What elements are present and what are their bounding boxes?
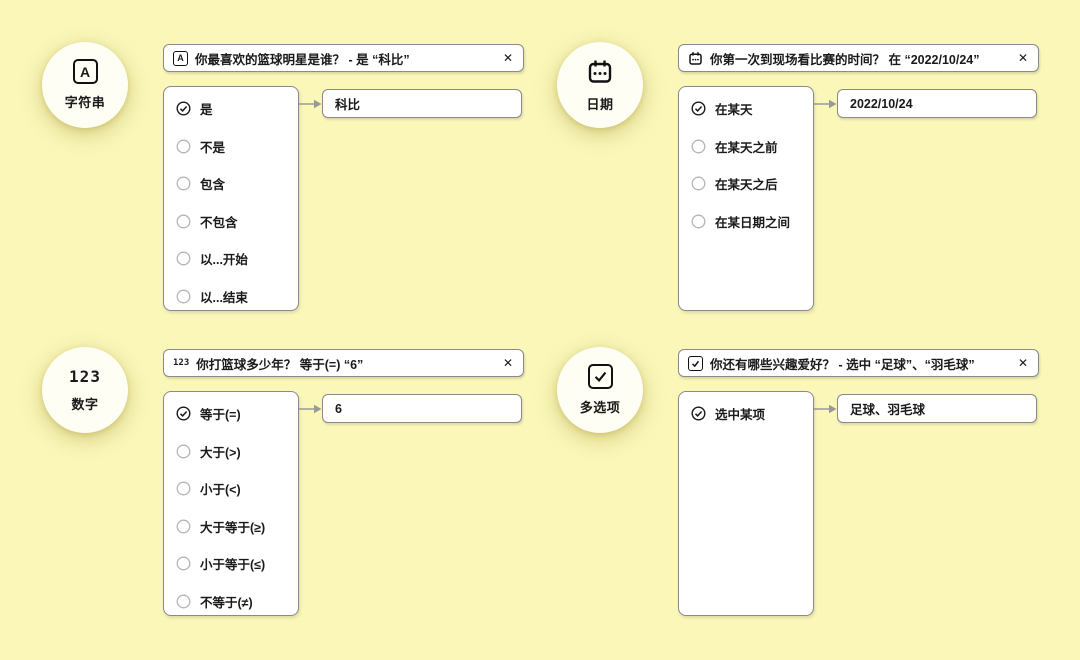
radio-unchecked-icon	[176, 251, 191, 266]
operator-label: 不是	[200, 140, 226, 155]
letter-a-box-icon: A	[173, 50, 188, 66]
calendar-icon	[689, 51, 702, 65]
operator-option[interactable]: 小于(<)	[164, 470, 298, 508]
operator-label: 在某日期之间	[715, 215, 791, 230]
operator-option[interactable]: 以...开始	[164, 240, 298, 278]
operator-list: 在某天 在某天之前 在某天之后 在某日期之间	[678, 86, 814, 311]
type-badge-number: 123 数字	[42, 347, 128, 433]
operator-label: 在某天之前	[715, 140, 778, 155]
operator-option[interactable]: 不包含	[164, 203, 298, 241]
letter-a-box-icon: A	[72, 59, 98, 84]
filter-group-multi-select: 多选项 你还有哪些兴趣爱好？ - 选中 “足球”、“羽毛球” ✕ 选中某项	[557, 347, 1039, 617]
numbers-123-icon: 123	[69, 367, 101, 386]
calendar-icon	[588, 60, 612, 83]
question-card[interactable]: 123 你打篮球多少年？ 等于(=) “6” ✕	[163, 349, 524, 377]
operator-label: 不包含	[200, 215, 238, 230]
operator-option[interactable]: 是	[164, 90, 298, 128]
operator-label: 不等于(≠)	[200, 595, 253, 610]
filter-group-date: 日期 你第一次到现场看比赛的时间？ 在 “2022/10/24” ✕ 在某天 在…	[557, 42, 1039, 312]
operator-option[interactable]: 选中某项	[679, 395, 813, 433]
radio-unchecked-icon	[176, 444, 191, 459]
radio-unchecked-icon	[176, 139, 191, 154]
operator-label: 等于(=)	[200, 408, 241, 423]
radio-unchecked-icon	[176, 594, 191, 609]
radio-unchecked-icon	[176, 556, 191, 571]
filter-group-string: A 字符串 A 你最喜欢的篮球明星是谁？ - 是 “科比” ✕ 是 不是 包含 …	[42, 42, 524, 312]
type-badge-label: 多选项	[579, 400, 621, 415]
operator-option[interactable]: 在某天	[679, 90, 813, 128]
question-text: 你第一次到现场看比赛的时间？ 在 “2022/10/24”	[710, 52, 980, 67]
question-text: 你打篮球多少年？ 等于(=) “6”	[196, 357, 364, 372]
radio-unchecked-icon	[691, 139, 706, 154]
radio-unchecked-icon	[176, 519, 191, 534]
operator-option[interactable]: 小于等于(≤)	[164, 545, 298, 583]
operator-list: 是 不是 包含 不包含 以...开始 以...结束	[163, 86, 299, 311]
filter-group-number: 123 数字 123 你打篮球多少年？ 等于(=) “6” ✕ 等于(=) 大于…	[42, 347, 524, 617]
question-text: 你最喜欢的篮球明星是谁？ - 是 “科比”	[195, 52, 410, 67]
badge-icon-letter: A	[79, 63, 91, 80]
radio-unchecked-icon	[176, 214, 191, 229]
value-input[interactable]	[322, 89, 522, 118]
type-badge-label: 数字	[71, 397, 99, 412]
question-card[interactable]: A 你最喜欢的篮球明星是谁？ - 是 “科比” ✕	[163, 44, 524, 72]
type-badge-label: 日期	[586, 96, 614, 112]
operator-label: 在某天	[715, 103, 753, 118]
operator-label: 以...结束	[200, 290, 248, 305]
operator-label: 是	[200, 103, 213, 118]
operator-option[interactable]: 不等于(≠)	[164, 583, 298, 616]
value-input[interactable]	[322, 394, 522, 423]
radio-checked-icon	[691, 406, 706, 421]
question-icon-letter: A	[177, 53, 184, 63]
type-badge-multi-select: 多选项	[557, 347, 643, 433]
checkbox-checked-icon	[688, 355, 703, 371]
type-badge-label: 字符串	[64, 95, 106, 110]
close-button[interactable]: ✕	[1017, 51, 1028, 65]
radio-checked-icon	[176, 406, 191, 421]
operator-option[interactable]: 在某天之后	[679, 165, 813, 203]
radio-unchecked-icon	[176, 481, 191, 496]
operator-label: 小于等于(≤)	[200, 558, 266, 573]
type-badge-string: A 字符串	[42, 42, 128, 128]
close-button[interactable]: ✕	[502, 356, 513, 370]
radio-unchecked-icon	[176, 176, 191, 191]
operator-option[interactable]: 大于等于(≥)	[164, 508, 298, 546]
operator-label: 在某天之后	[715, 178, 778, 193]
operator-label: 选中某项	[715, 408, 766, 423]
radio-checked-icon	[176, 101, 191, 116]
operator-list: 选中某项	[678, 391, 814, 616]
value-input[interactable]	[837, 89, 1037, 118]
arrow-connector-icon	[814, 99, 837, 109]
operator-list: 等于(=) 大于(>) 小于(<) 大于等于(≥) 小于等于(≤) 不等于(≠)	[163, 391, 299, 616]
question-card[interactable]: 你还有哪些兴趣爱好？ - 选中 “足球”、“羽毛球” ✕	[678, 349, 1039, 377]
radio-checked-icon	[691, 101, 706, 116]
arrow-connector-icon	[299, 404, 322, 414]
type-badge-date: 日期	[557, 42, 643, 128]
operator-option[interactable]: 以...结束	[164, 278, 298, 311]
radio-unchecked-icon	[691, 176, 706, 191]
operator-option[interactable]: 等于(=)	[164, 395, 298, 433]
operator-label: 包含	[200, 178, 226, 193]
arrow-connector-icon	[814, 404, 837, 414]
numbers-123-icon: 123	[173, 358, 190, 368]
operator-label: 大于等于(≥)	[200, 520, 266, 535]
operator-option[interactable]: 包含	[164, 165, 298, 203]
operator-option[interactable]: 不是	[164, 128, 298, 166]
operator-option[interactable]: 在某日期之间	[679, 203, 813, 241]
arrow-connector-icon	[299, 99, 322, 109]
close-button[interactable]: ✕	[502, 51, 513, 65]
question-card[interactable]: 你第一次到现场看比赛的时间？ 在 “2022/10/24” ✕	[678, 44, 1039, 72]
radio-unchecked-icon	[691, 214, 706, 229]
close-button[interactable]: ✕	[1017, 356, 1028, 370]
operator-label: 以...开始	[200, 253, 248, 268]
checkbox-checked-icon	[587, 364, 613, 389]
value-input[interactable]	[837, 394, 1037, 423]
radio-unchecked-icon	[176, 289, 191, 304]
operator-option[interactable]: 在某天之前	[679, 128, 813, 166]
operator-label: 大于(>)	[200, 445, 241, 460]
operator-option[interactable]: 大于(>)	[164, 433, 298, 471]
operator-label: 小于(<)	[200, 483, 241, 498]
question-text: 你还有哪些兴趣爱好？ - 选中 “足球”、“羽毛球”	[710, 357, 975, 372]
